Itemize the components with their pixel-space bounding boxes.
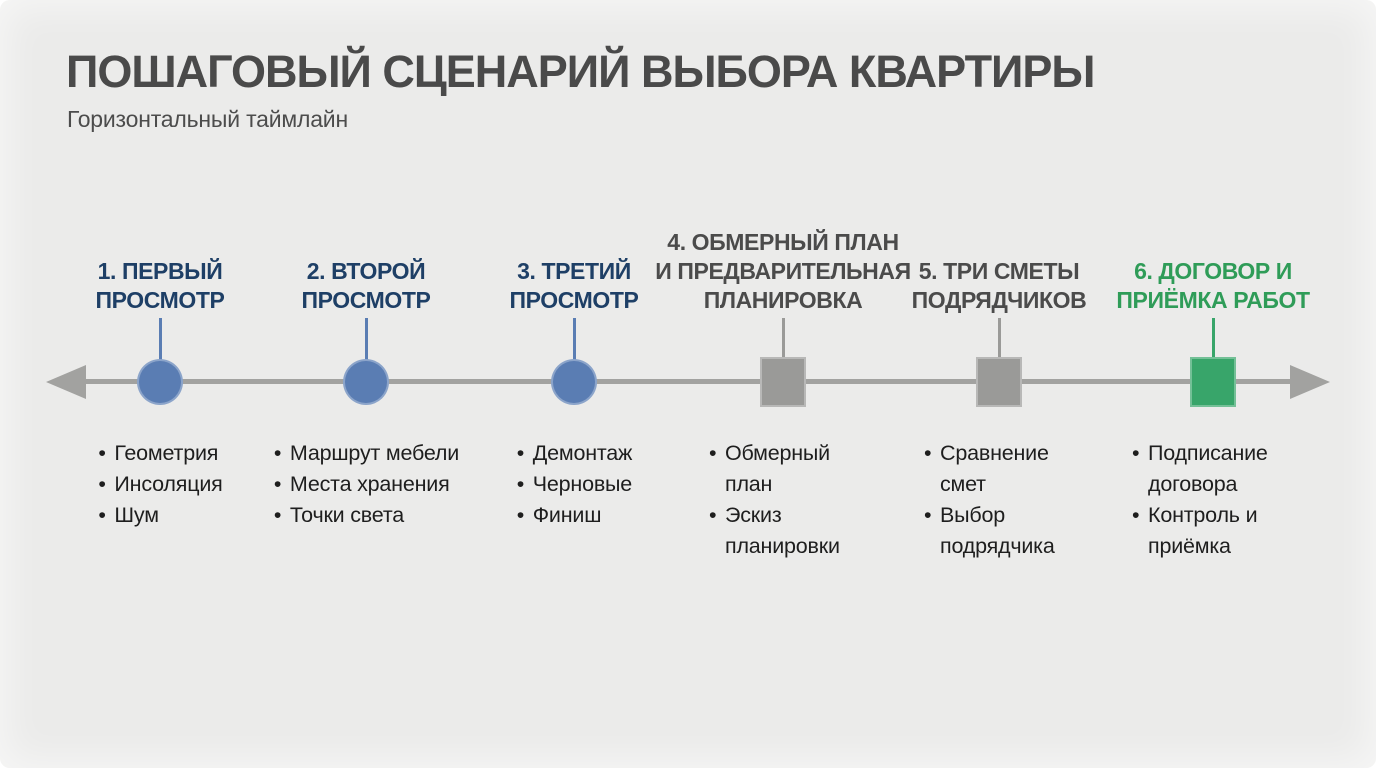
step-marker-square [976,357,1022,407]
step-bullet-list: Геометрия Инсоляция Шум [97,438,222,531]
bullet-item: Подписание договора [1131,438,1295,500]
bullet-item: Обмерный план [708,438,858,500]
step-connector [997,318,1001,382]
step-bullet-list: Сравнение смет Выбор подрядчика [923,438,1075,562]
page-subtitle: Горизонтальный таймлайн [67,106,348,132]
step-title-line: 1. ПЕРВЫЙ [97,258,223,284]
step-title: 4. ОБМЕРНЫЙ ПЛАН И ПРЕДВАРИТЕЛЬНАЯ ПЛАНИ… [655,228,911,315]
step-title-line: ПЛАНИРОВКА [703,287,863,313]
bullet-item: Маршрут мебели [273,438,459,469]
bullet-item: Точки света [273,500,459,531]
bullet-item: Черновые [516,469,633,500]
step-connector [364,318,368,382]
step-bullet-list: Маршрут мебели Места хранения Точки свет… [273,438,459,531]
step-marker-circle [137,359,183,405]
step-title-line: 3. ТРЕТИЙ [517,258,631,284]
step-title-line: ПОДРЯДЧИКОВ [911,287,1087,313]
step-marker-square [760,357,806,407]
bullet-item: Демонтаж [516,438,633,469]
step-marker-circle [343,359,389,405]
step-title: 2. ВТОРОЙ ПРОСМОТР [301,257,430,315]
bullet-item: Геометрия [97,438,222,469]
step-connector [158,318,162,382]
page-title: ПОШАГОВЫЙ СЦЕНАРИЙ ВЫБОРА КВАРТИРЫ [66,46,1095,97]
bullet-item: Инсоляция [97,469,222,500]
bullet-item: Финиш [516,500,632,531]
step-title: 5. ТРИ СМЕТЫ ПОДРЯДЧИКОВ [912,257,1087,315]
step-title-line: 5. ТРИ СМЕТЫ [918,258,1080,284]
bullet-item: Сравнение смет [923,438,1075,500]
step-bullet-list: Обмерный план Эскиз планировки [708,438,858,562]
bullet-item: Выбор подрядчика [923,500,1075,562]
step-connector [781,318,785,382]
step-title-line: 4. ОБМЕРНЫЙ ПЛАН [667,229,899,255]
step-title-line: 2. ВТОРОЙ [306,258,426,284]
step-title-line: ПРОСМОТР [301,287,431,313]
step-title-line: ПРИЁМКА РАБОТ [1116,287,1310,313]
step-connector [572,318,576,382]
step-marker-circle [551,359,597,405]
step-title-line: И ПРЕДВАРИТЕЛЬНАЯ [655,258,911,284]
bullet-item: Места хранения [273,469,459,500]
step-marker-square [1190,357,1236,407]
timeline-axis [74,379,1306,384]
step-title-line: 6. ДОГОВОР И [1134,258,1292,284]
bullet-item: Шум [97,500,222,531]
arrow-right-icon [1290,365,1330,399]
bullet-item: Эскиз планировки [708,500,858,562]
step-bullet-list: Демонтаж Черновые Финиш [516,438,633,531]
step-title: 3. ТРЕТИЙ ПРОСМОТР [509,257,638,315]
step-title: 1. ПЕРВЫЙ ПРОСМОТР [95,257,224,315]
step-bullet-list: Подписание договора Контроль и приёмка [1131,438,1295,562]
step-title-line: ПРОСМОТР [509,287,639,313]
step-title: 6. ДОГОВОР И ПРИЁМКА РАБОТ [1116,257,1310,315]
step-title-line: ПРОСМОТР [95,287,225,313]
step-connector [1211,318,1215,382]
bullet-item: Контроль и приёмка [1131,500,1295,562]
